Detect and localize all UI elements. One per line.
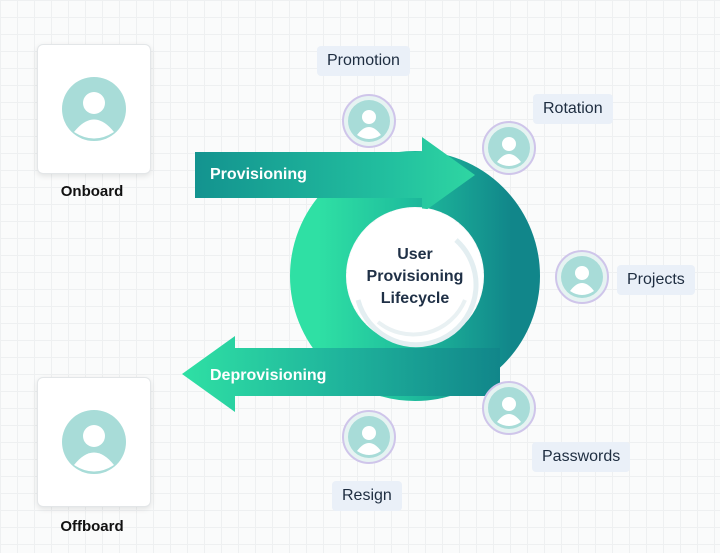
center-circle — [347, 208, 483, 344]
user-avatar-icon — [62, 77, 126, 141]
provisioning-label: Provisioning — [210, 166, 307, 183]
offboard-card — [37, 377, 151, 507]
promotion-avatar-icon — [342, 94, 396, 148]
deprovisioning-arrow — [182, 336, 500, 412]
cycle-swirl-icon — [376, 299, 467, 337]
cycle-swirl-icon — [355, 238, 479, 348]
center-title: User Provisioning Lifecycle — [350, 244, 480, 310]
projects-tag: Projects — [617, 265, 695, 295]
center-title-line: User — [397, 246, 433, 263]
deprovisioning-label: Deprovisioning — [210, 367, 327, 384]
projects-avatar-icon — [555, 250, 609, 304]
passwords-avatar-icon — [482, 381, 536, 435]
user-avatar-icon — [62, 410, 126, 474]
center-title-line: Lifecycle — [380, 290, 450, 307]
onboard-card — [37, 44, 151, 174]
offboard-label: Offboard — [60, 518, 124, 535]
provisioning-arrow — [195, 137, 475, 213]
resign-tag: Resign — [332, 481, 402, 511]
promotion-tag: Promotion — [317, 46, 410, 76]
center-title-line: Provisioning — [366, 268, 464, 285]
rotation-avatar-icon — [482, 121, 536, 175]
rotation-tag: Rotation — [533, 94, 613, 124]
onboard-label: Onboard — [60, 183, 124, 200]
passwords-tag: Passwords — [532, 442, 631, 472]
resign-avatar-icon — [342, 410, 396, 464]
